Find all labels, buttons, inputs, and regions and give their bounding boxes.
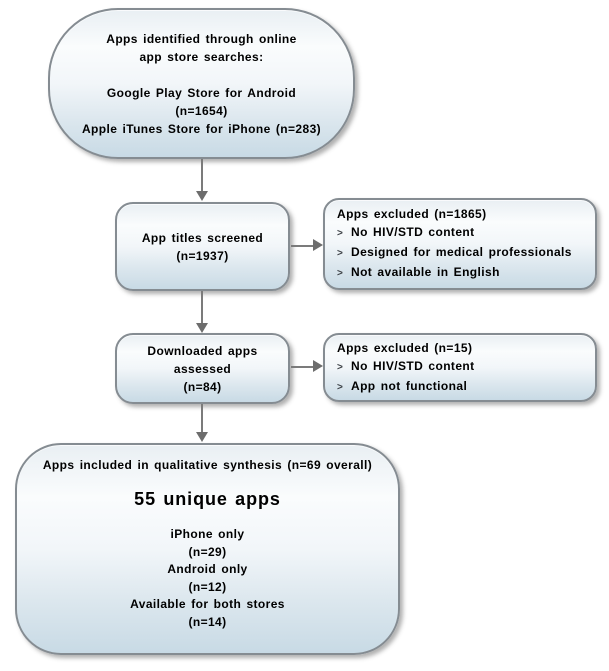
arrow-line-identified-to-screened [201, 159, 203, 192]
breakdown-line: (n=14) [188, 614, 227, 629]
breakdown-line: iPhone only [170, 527, 245, 541]
excluded-titles-item-label: Not available in English [351, 265, 500, 279]
breakdown-line: Available for both stores [130, 597, 285, 611]
excluded-downloads-heading: Apps excluded (n=15) [337, 340, 473, 355]
arrowhead-down-icon [196, 432, 208, 442]
arrowhead-right-icon [313, 360, 323, 372]
arrow-line-assessed-to-excluded [291, 366, 314, 368]
excluded-downloads-item: > App not functional [337, 377, 583, 397]
excluded-downloads-item: > No HIV/STD content [337, 357, 583, 377]
assessed-line: assessed [173, 361, 232, 376]
arrowhead-down-icon [196, 191, 208, 201]
breakdown-line: (n=29) [188, 544, 227, 559]
assessed-box: Downloaded apps assessed (n=84) [115, 333, 290, 404]
excluded-downloads-item-label: No HIV/STD content [351, 358, 475, 373]
identified-line: Apple iTunes Store for iPhone (n=283) [81, 121, 322, 136]
excluded-titles-item: > No HIV/STD content [337, 223, 583, 243]
assessed-line: (n=84) [183, 379, 222, 394]
identified-sources: Google Play Store for Android (n=1654) A… [82, 84, 321, 138]
excluded-titles-item-label: Designed for medical professionals [351, 245, 572, 259]
included-heading: Apps included in qualitative synthesis (… [42, 458, 373, 472]
arrow-line-screened-to-excluded [291, 245, 314, 247]
identified-box: Apps identified through online app store… [48, 8, 355, 159]
excluded-titles-box: Apps excluded (n=1865) > No HIV/STD cont… [323, 198, 597, 290]
chevron-bullet-icon: > [337, 248, 344, 259]
excluded-downloads-box: Apps excluded (n=15) > No HIV/STD conten… [323, 333, 597, 402]
breakdown-line: Android only [167, 562, 248, 576]
excluded-titles-item-label: No HIV/STD content [351, 225, 475, 239]
excluded-titles-heading: Apps excluded (n=1865) [337, 207, 487, 221]
arrow-line-assessed-to-included [201, 404, 203, 432]
excluded-downloads-item-label: App not functional [351, 378, 468, 393]
screened-box: App titles screened (n=1937) [115, 202, 290, 291]
chevron-bullet-icon: > [337, 268, 344, 279]
excluded-titles-item: > Designed for medical professionals [337, 243, 583, 263]
identified-intro: Apps identified through online app store… [106, 30, 296, 66]
chevron-bullet-icon: > [337, 228, 344, 239]
chevron-bullet-icon: > [337, 381, 344, 393]
identified-line: Apps identified through online [106, 31, 297, 46]
breakdown-line: (n=12) [188, 579, 227, 594]
unique-apps-count: 55 unique apps [134, 489, 281, 509]
included-box: Apps included in qualitative synthesis (… [15, 443, 400, 655]
screened-line: (n=1937) [176, 248, 229, 263]
arrowhead-down-icon [196, 323, 208, 333]
arrowhead-right-icon [313, 239, 323, 251]
chevron-bullet-icon: > [337, 361, 344, 373]
arrow-line-screened-to-assessed [201, 291, 203, 323]
identified-line: Google Play Store for Android [106, 85, 297, 100]
identified-line: (n=1654) [175, 103, 228, 118]
included-breakdown: iPhone only (n=29) Android only (n=12) A… [130, 526, 285, 631]
excluded-titles-item: > Not available in English [337, 263, 583, 283]
screened-line: App titles screened [141, 230, 264, 245]
assessed-line: Downloaded apps [147, 343, 258, 358]
identified-line: app store searches: [139, 49, 264, 64]
